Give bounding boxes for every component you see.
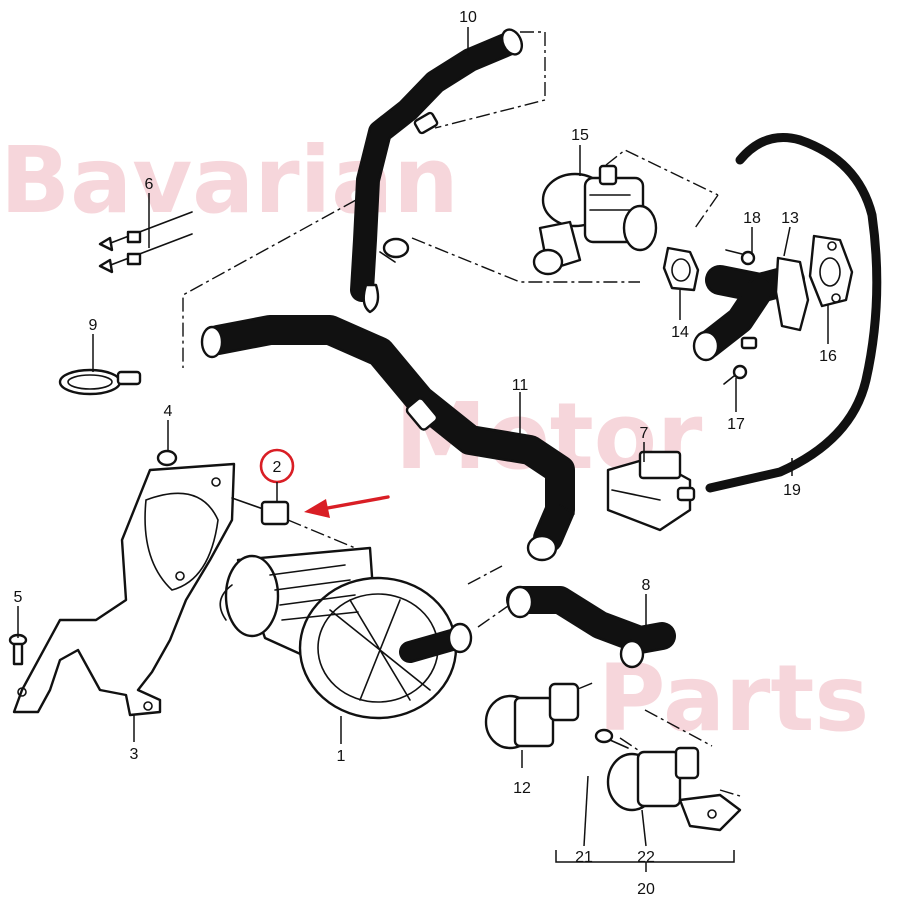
label-1: 1 xyxy=(337,748,346,765)
part-20-bracket xyxy=(678,793,742,832)
part-16-gasket xyxy=(808,234,854,308)
part-9-hose-clamp xyxy=(58,368,142,396)
part-22-valve xyxy=(606,746,700,812)
label-6: 6 xyxy=(145,176,154,193)
label-7: 7 xyxy=(640,425,649,442)
label-15: 15 xyxy=(571,127,589,144)
watermark-line-1: Bavarian xyxy=(0,127,459,234)
part-4-nut xyxy=(156,449,178,467)
label-21: 21 xyxy=(575,849,593,866)
label-4: 4 xyxy=(164,403,173,420)
part-3-pump-bracket xyxy=(12,462,236,717)
label-22: 22 xyxy=(637,849,655,866)
label-20: 20 xyxy=(637,881,655,898)
label-2: 2 xyxy=(273,459,282,476)
label-5: 5 xyxy=(14,589,23,606)
part-17-bolt xyxy=(723,364,748,385)
part-14-gasket xyxy=(662,246,700,292)
label-11: 11 xyxy=(512,377,529,394)
label-17: 17 xyxy=(727,416,745,433)
part-13-connecting-pipe xyxy=(692,256,810,362)
part-6-cable-ties xyxy=(98,211,193,274)
part-8-outlet-hose xyxy=(506,585,676,669)
label-13: 13 xyxy=(781,210,799,227)
part-19-vacuum-hose xyxy=(705,133,882,493)
highlight-arrow xyxy=(320,495,390,511)
watermark-line-3: Parts xyxy=(598,645,869,752)
part-7-solenoid-valve xyxy=(606,450,696,532)
part-10-upper-hose xyxy=(350,28,524,314)
leader-lines xyxy=(17,27,829,872)
highlight-arrow-head xyxy=(304,499,330,518)
part-number-labels: 10 15 6 9 4 5 3 1 12 11 7 8 18 13 14 16 … xyxy=(14,9,837,898)
label-19: 19 xyxy=(783,482,801,499)
part-21-bolt xyxy=(594,728,629,749)
part-12-check-valve xyxy=(484,682,580,750)
part-5-bolt xyxy=(8,633,28,666)
part-11-long-hose xyxy=(200,315,575,562)
label-18: 18 xyxy=(743,210,761,227)
highlight-marker: 2 xyxy=(259,448,390,518)
label-3: 3 xyxy=(130,746,139,763)
label-8: 8 xyxy=(642,577,651,594)
label-12: 12 xyxy=(513,780,531,797)
part-18-bolt xyxy=(725,249,756,266)
part-15-combination-valve xyxy=(532,164,658,276)
label-10: 10 xyxy=(459,9,477,26)
part-2-temperature-sensor xyxy=(231,497,290,526)
label-16: 16 xyxy=(819,348,837,365)
label-14: 14 xyxy=(671,324,689,341)
label-9: 9 xyxy=(89,317,98,334)
part-1-secondary-air-pump xyxy=(219,546,473,720)
